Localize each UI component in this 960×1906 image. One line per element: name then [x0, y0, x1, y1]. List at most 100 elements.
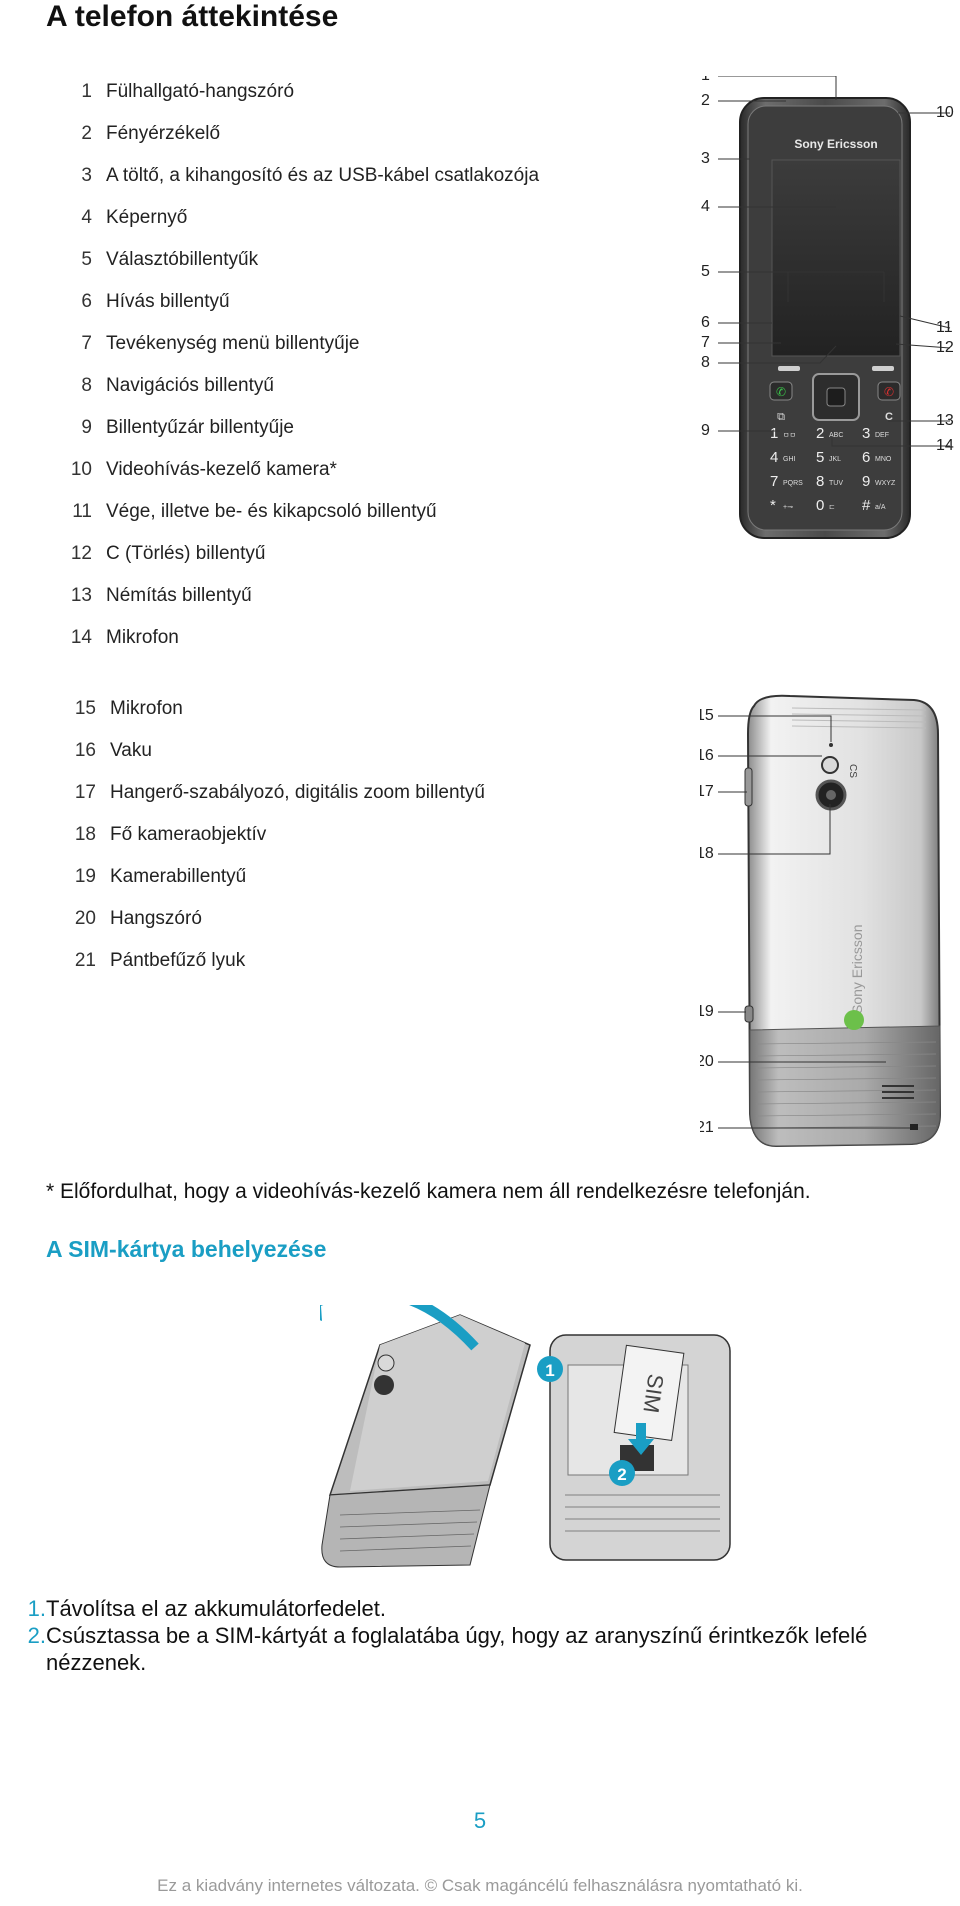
callout-number: 21	[700, 1119, 714, 1136]
parts-list-item: 3 A töltő, a kihangosító és az USB-kábel …	[64, 155, 539, 197]
parts-list-item: 12 C (Törlés) billentyű	[64, 533, 539, 575]
callout-number: 15	[700, 707, 714, 724]
callout-number: 4	[701, 198, 710, 215]
part-number: 16	[68, 730, 96, 772]
part-label: Választóbillentyűk	[106, 239, 258, 281]
svg-text:2: 2	[617, 1465, 626, 1484]
keypad-digit: 7	[770, 473, 778, 490]
keypad-letters: PQRS	[783, 480, 803, 487]
part-label: C (Törlés) billentyű	[106, 533, 265, 575]
callout-number: 12	[936, 339, 954, 356]
part-number: 5	[64, 239, 92, 281]
back-brand-logo: Sony Ericsson	[849, 925, 865, 1014]
callout-number: 2	[701, 92, 710, 109]
parts-list-item: 14Mikrofon	[64, 617, 539, 659]
front-brand-logo: Sony Ericsson	[794, 137, 877, 151]
callout-number: 6	[701, 314, 710, 331]
part-number: 9	[64, 407, 92, 449]
part-number: 8	[64, 365, 92, 407]
callout-number: 8	[701, 354, 710, 371]
part-number: 15	[68, 688, 96, 730]
parts-list-item: 20Hangszóró	[68, 898, 485, 940]
keypad-letters: ABC	[829, 432, 843, 439]
parts-list-item: 9 Billentyűzár billentyűje	[64, 407, 539, 449]
volume-key	[745, 768, 752, 806]
svg-text:CS: CS	[847, 764, 858, 778]
callout-number: 11	[936, 319, 953, 336]
part-label: Némítás billentyű	[106, 575, 252, 617]
keypad-digit: *	[770, 497, 776, 514]
part-number: 12	[64, 533, 92, 575]
keypad-digit: 6	[862, 449, 870, 466]
part-label: Vaku	[110, 730, 152, 772]
part-label: Kamerabillentyű	[110, 856, 246, 898]
keypad-letters: ㅁㅁ	[783, 432, 796, 439]
keypad-digit: 4	[770, 449, 778, 466]
front-screen	[772, 160, 900, 356]
svg-text:⧉: ⧉	[777, 410, 785, 423]
keypad-digit: 0	[816, 497, 824, 514]
callout-number: 5	[701, 263, 710, 280]
keypad-letters: a/A	[875, 504, 886, 511]
part-label: A töltő, a kihangosító és az USB-kábel c…	[106, 155, 539, 197]
camera-key	[745, 1006, 753, 1022]
keypad-digit: 5	[816, 449, 824, 466]
part-number: 7	[64, 323, 92, 365]
svg-text:✆: ✆	[884, 385, 894, 399]
part-label: Képernyő	[106, 197, 187, 239]
part-label: Vége, illetve be- és kikapcsoló billenty…	[106, 491, 437, 533]
svg-text:✆: ✆	[776, 385, 786, 399]
part-label: Billentyűzár billentyűje	[106, 407, 294, 449]
callout-number: 10	[936, 104, 954, 121]
keypad-letters: DEF	[875, 432, 889, 439]
parts-list-item: 7 Tevékenység menü billentyűje	[64, 323, 539, 365]
keypad-digit: 9	[862, 473, 870, 490]
callout-number: 1	[701, 76, 710, 84]
mic-hole	[829, 743, 833, 747]
part-number: 6	[64, 281, 92, 323]
part-number: 17	[68, 772, 96, 814]
callout-number: 20	[700, 1053, 714, 1070]
callout-number: 19	[700, 1003, 714, 1020]
part-number: 14	[64, 617, 92, 659]
part-number: 3	[64, 155, 92, 197]
instruction-steps: 1.Távolítsa el az akkumulátorfedelet.2.C…	[0, 1595, 960, 1676]
keypad-digit: 1	[770, 425, 778, 442]
part-number: 1	[64, 71, 92, 113]
part-label: Hívás billentyű	[106, 281, 230, 323]
keypad-digit: 3	[862, 425, 870, 442]
callout-number: 9	[701, 422, 710, 439]
callout-number: 17	[700, 783, 714, 800]
strap-hole	[910, 1124, 918, 1130]
part-label: Tevékenység menü billentyűje	[106, 323, 360, 365]
back-phone-figure: CS Sony Ericsson 15161718192021	[700, 694, 960, 1154]
part-label: Mikrofon	[110, 688, 183, 730]
step-text: Távolítsa el az akkumulátorfedelet.	[46, 1595, 960, 1622]
sim-heading: A SIM-kártya behelyezése	[46, 1236, 326, 1263]
part-number: 4	[64, 197, 92, 239]
part-label: Fő kameraobjektív	[110, 814, 266, 856]
instruction-step: 1.Távolítsa el az akkumulátorfedelet.	[0, 1595, 960, 1622]
flash	[822, 757, 838, 773]
part-number: 20	[68, 898, 96, 940]
sim-insertion-figure: SIM 1 2	[320, 1305, 740, 1575]
instruction-step: 2.Csúsztassa be a SIM-kártyát a foglalat…	[0, 1622, 960, 1676]
part-number: 2	[64, 113, 92, 155]
part-label: Videohívás-kezelő kamera*	[106, 449, 337, 491]
keypad-letters: GHI	[783, 456, 796, 463]
footer-note: Ez a kiadvány internetes változata. © Cs…	[0, 1876, 960, 1896]
parts-list-item: 16 Vaku	[68, 730, 485, 772]
keypad-letters: JKL	[829, 456, 841, 463]
